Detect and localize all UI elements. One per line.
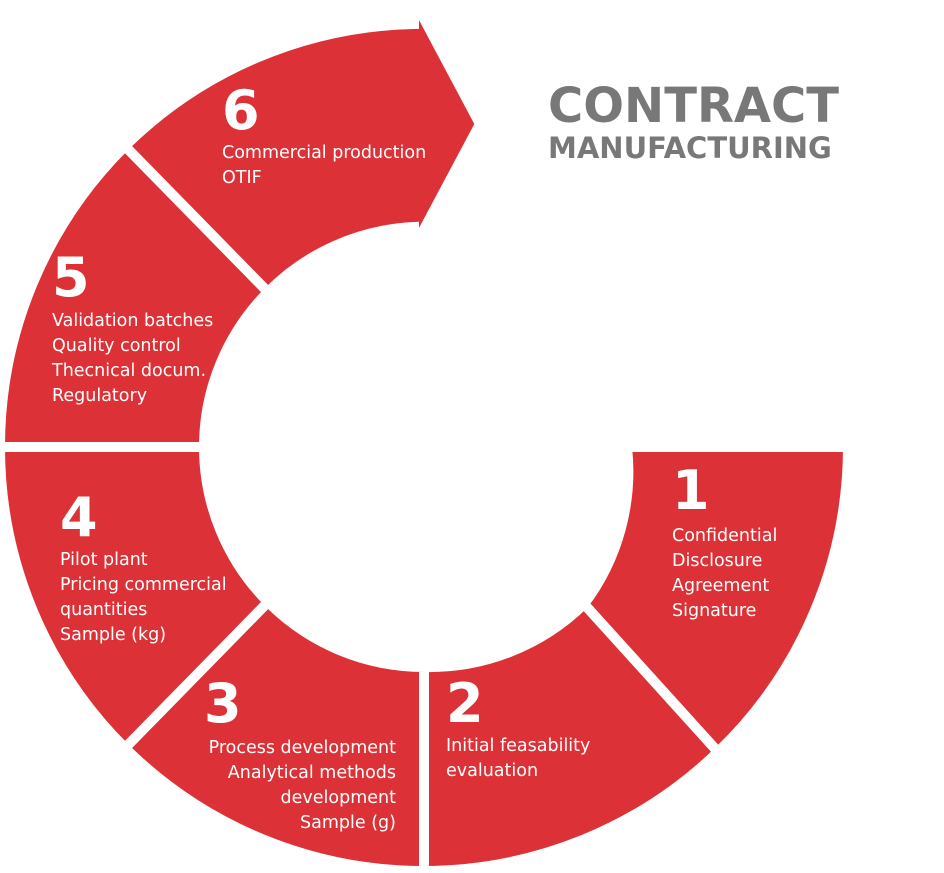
step-2-line: Initial feasability	[446, 736, 591, 756]
step-4-text: Pilot plant Pricing commercial quantitie…	[60, 548, 227, 648]
step-2-number: 2	[446, 672, 484, 735]
step-2-text: Initial feasability evaluation	[446, 734, 590, 784]
step-1-line: Confidential	[672, 526, 778, 546]
step-3-line: development	[280, 788, 396, 808]
step-6-line: Commercial production	[222, 143, 427, 163]
step-3-text: Process development Analytical methods d…	[204, 736, 396, 836]
step-5-number: 5	[52, 246, 90, 309]
step-6-line: OTIF	[222, 168, 262, 188]
step-4-line: Pricing commercial	[60, 575, 227, 595]
step-5-line: Regulatory	[52, 386, 148, 406]
step-5-line: Quality control	[52, 336, 181, 356]
step-5-line: Thecnical docum.	[52, 361, 207, 381]
step-6: 6 Commercial production OTIF	[222, 83, 426, 191]
step-1: 1 Confidential Disclosure Agreement Sign…	[672, 463, 777, 624]
step-3-number: 3	[204, 672, 242, 735]
segment-step-6-arrow	[117, 0, 486, 300]
title-line-1: CONTRACT	[548, 78, 840, 134]
step-5: 5 Validation batches Quality control The…	[52, 250, 213, 409]
step-1-line: Signature	[672, 601, 757, 621]
title-line-2: MANUFACTURING	[548, 131, 832, 165]
segment-step-5	[0, 138, 276, 452]
step-1-number: 1	[672, 459, 710, 522]
step-4-number: 4	[60, 486, 98, 549]
step-4-line: Pilot plant	[60, 550, 148, 570]
step-4: 4 Pilot plant Pricing commercial quantit…	[60, 490, 227, 648]
step-2: 2 Initial feasability evaluation	[446, 676, 590, 784]
segment-step-3	[117, 594, 429, 873]
step-2-line: evaluation	[446, 761, 539, 781]
step-1-line: Agreement	[672, 576, 770, 596]
step-3-line: Analytical methods	[227, 763, 396, 783]
step-3-line: Sample (g)	[300, 813, 396, 833]
step-3: 3 Process development Analytical methods…	[204, 676, 396, 836]
step-1-line: Disclosure	[672, 551, 763, 571]
segment-step-4	[0, 442, 276, 756]
step-4-line: Sample (kg)	[60, 625, 167, 645]
step-5-text: Validation batches Quality control Thecn…	[52, 309, 213, 409]
step-1-text: Confidential Disclosure Agreement Signat…	[672, 524, 777, 624]
step-4-line: quantities	[60, 600, 148, 620]
step-6-number: 6	[222, 79, 260, 142]
step-6-text: Commercial production OTIF	[222, 141, 426, 191]
step-5-line: Validation batches	[52, 311, 214, 331]
step-3-line: Process development	[208, 738, 396, 758]
diagram-title: CONTRACT MANUFACTURING	[548, 80, 839, 164]
